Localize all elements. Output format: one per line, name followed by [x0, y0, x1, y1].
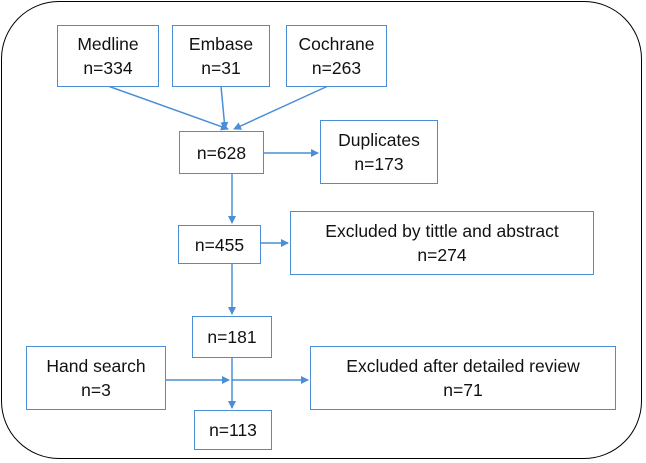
duplicates-label: Duplicates — [338, 130, 420, 150]
screened-box: n=455 — [178, 225, 261, 264]
included-count: n=113 — [209, 420, 257, 440]
hand-search-count: n=3 — [81, 380, 111, 400]
excluded-title-abstract-label: Excluded by tittle and abstract — [325, 221, 559, 241]
source-count: n=263 — [311, 58, 362, 78]
source-name: Embase — [188, 34, 254, 54]
duplicates-box: Duplicates n=173 — [320, 120, 438, 184]
arrow-cochrane-to-identified — [233, 85, 329, 130]
source-count: n=334 — [83, 58, 133, 78]
source-name: Cochrane — [298, 34, 375, 54]
excluded-detailed-count: n=71 — [443, 380, 483, 400]
excluded-title-abstract-box: Excluded by tittle and abstract n=274 — [290, 211, 594, 275]
hand-search-box: Hand search n=3 — [26, 346, 166, 410]
source-box-medline: Medline n=334 — [57, 25, 159, 87]
arrow-embase-to-identified — [220, 85, 229, 130]
full-text-count: n=181 — [207, 327, 257, 347]
identified-count: n=628 — [196, 142, 247, 163]
source-count: n=31 — [201, 58, 241, 78]
identified-box: n=628 — [179, 131, 264, 174]
hand-search-label: Hand search — [46, 356, 146, 376]
excluded-detailed-box: Excluded after detailed review n=71 — [310, 346, 616, 410]
source-box-cochrane: Cochrane n=263 — [286, 25, 387, 87]
excluded-detailed-label: Excluded after detailed review — [346, 356, 580, 376]
source-box-embase: Embase n=31 — [172, 25, 270, 87]
screened-count: n=455 — [194, 234, 245, 255]
source-name: Medline — [77, 34, 139, 54]
excluded-title-abstract-count: n=274 — [417, 245, 467, 265]
arrow-medline-to-identified — [107, 85, 229, 131]
full-text-box: n=181 — [192, 316, 272, 358]
duplicates-count: n=173 — [354, 154, 404, 174]
included-box: n=113 — [194, 410, 272, 450]
